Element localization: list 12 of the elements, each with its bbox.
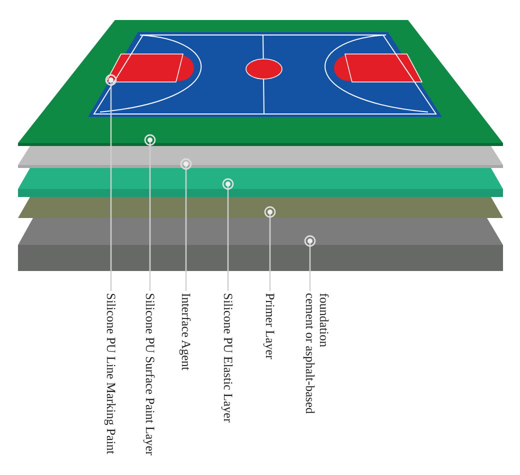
- leader-line: [304, 235, 316, 291]
- layer-label: Primer Layer: [263, 293, 277, 475]
- leader-line: [180, 158, 192, 291]
- layer-label: Interface Agent: [179, 293, 193, 475]
- leader-line: [144, 134, 156, 291]
- leader-line: [222, 178, 234, 291]
- layer-label: Silicone PU Surface Paint Layer: [143, 293, 157, 475]
- layer-label: Silicone PU Line Marking Paint: [104, 293, 118, 475]
- layer-label: Silicone PU Elastic Layer: [221, 293, 235, 475]
- leader-line: [105, 74, 117, 291]
- layer-label: cement or asphalt-based foundation: [303, 293, 331, 435]
- leader-line: [264, 206, 276, 291]
